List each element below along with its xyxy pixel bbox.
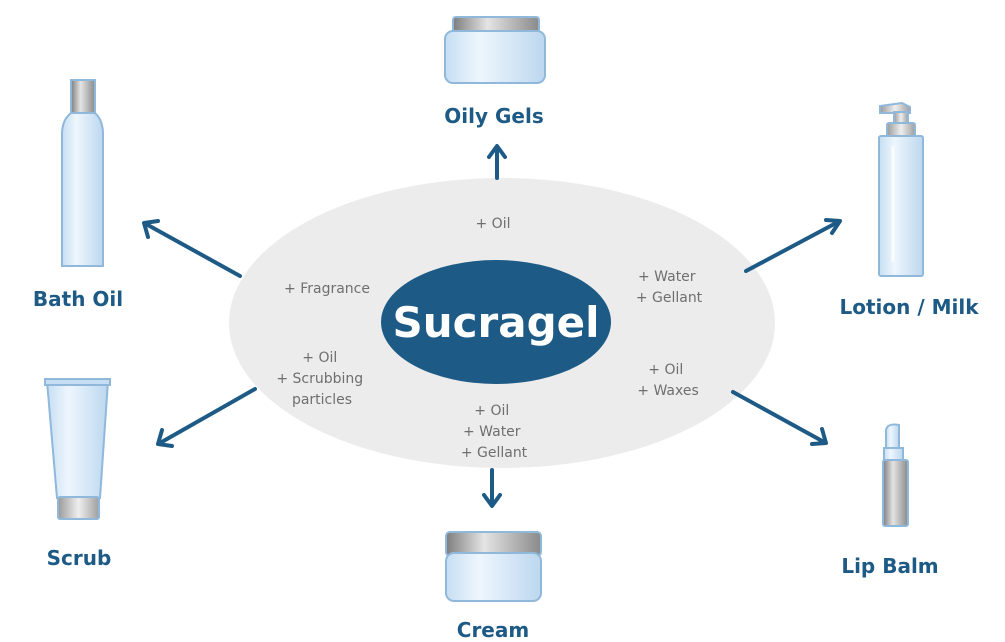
arrow-to-lotion xyxy=(744,218,842,273)
scrub-addition: + Oil + Scrubbing particles xyxy=(276,350,367,408)
lotion-milk-label: Lotion / Milk xyxy=(839,295,979,319)
arrow-to-oily-gels xyxy=(487,144,507,180)
bath-oil-addition: + Fragrance xyxy=(284,281,370,297)
cream-addition: + Oil + Water + Gellant xyxy=(461,403,528,461)
scrub-label: Scrub xyxy=(47,546,112,570)
lip-balm-stick-icon xyxy=(882,423,909,527)
bath-oil-label: Bath Oil xyxy=(33,287,123,311)
arrow-to-lip-balm xyxy=(731,390,828,446)
cream-jar-icon xyxy=(444,16,546,84)
arrow-to-scrub xyxy=(156,387,257,448)
cream-jar-icon xyxy=(445,531,542,602)
cream-label: Cream xyxy=(457,618,529,642)
oily-gels-addition: + Oil xyxy=(476,216,511,232)
lip-balm-label: Lip Balm xyxy=(841,554,938,578)
lip-balm-addition: + Oil + Waxes xyxy=(637,362,698,399)
tall-bottle-icon xyxy=(61,79,104,267)
arrow-to-cream xyxy=(482,468,502,508)
lotion-addition: + Water + Gellant xyxy=(636,269,703,306)
squeeze-tube-icon xyxy=(44,378,111,520)
pump-bottle-icon xyxy=(878,101,924,277)
center-label: Sucragel xyxy=(392,298,599,347)
oily-gels-label: Oily Gels xyxy=(444,104,543,128)
arrow-to-bath-oil xyxy=(142,219,242,278)
sucragel-badge xyxy=(381,260,611,384)
